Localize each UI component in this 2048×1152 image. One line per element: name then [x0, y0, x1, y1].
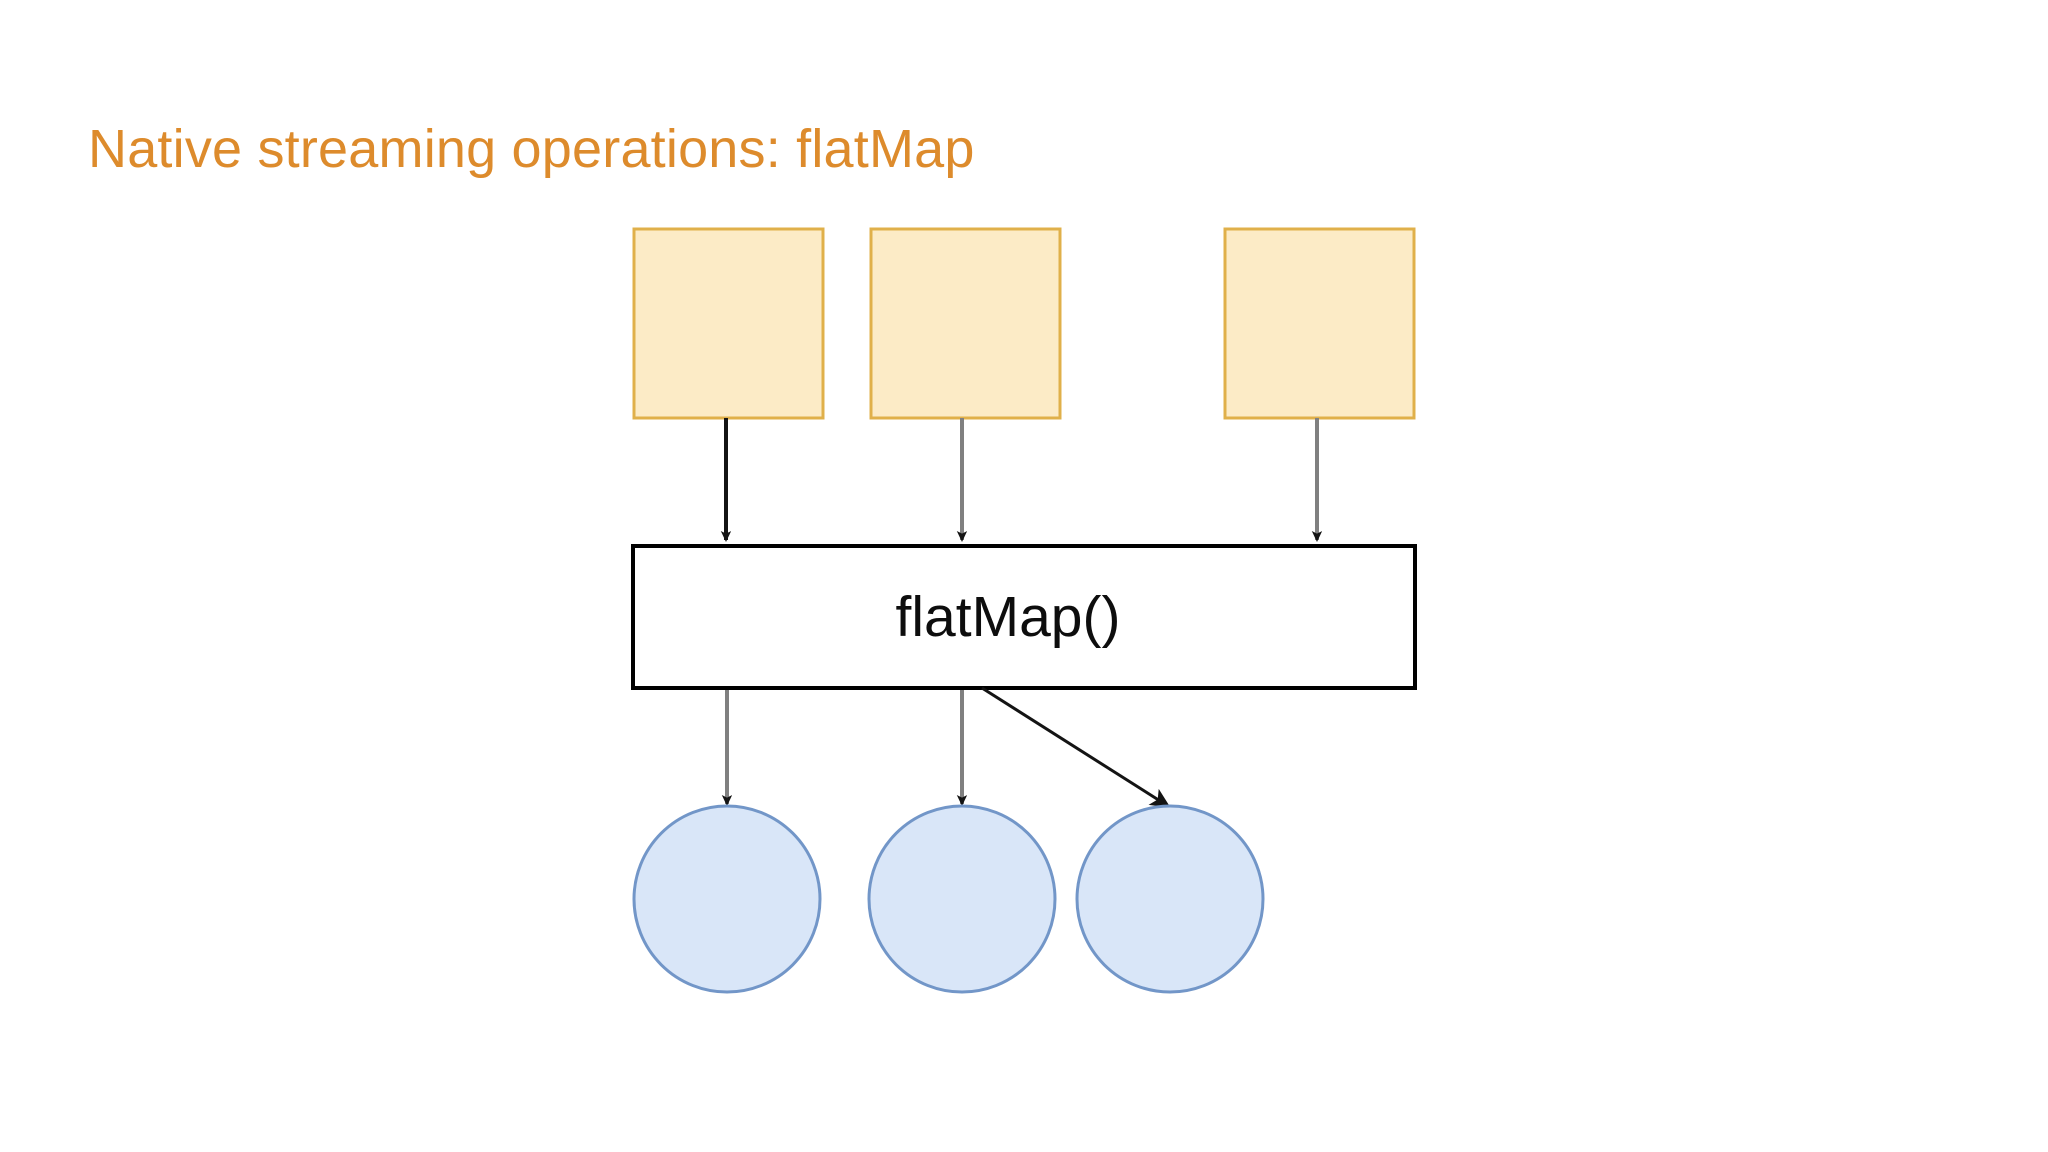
output-circle-3[interactable]: [1075, 804, 1265, 994]
operation-to-output-3: [981, 686, 1171, 808]
output-circles-group: [632, 804, 1265, 994]
output-edges-group: [721, 686, 1171, 808]
input-square-1[interactable]: [632, 227, 825, 420]
operation-box[interactable]: [631, 544, 1417, 690]
input-edges-group: [720, 418, 1323, 542]
operation-label: flatMap(): [896, 585, 1121, 649]
page-title: Native streaming operations: flatMap: [88, 119, 975, 179]
output-circle-1[interactable]: [632, 804, 822, 994]
input-squares-group: [632, 227, 1416, 420]
operation-node[interactable]: flatMap(): [631, 544, 1417, 690]
output-circle-2[interactable]: [867, 804, 1057, 994]
input-square-3[interactable]: [1223, 227, 1416, 420]
input-square-2[interactable]: [869, 227, 1062, 420]
